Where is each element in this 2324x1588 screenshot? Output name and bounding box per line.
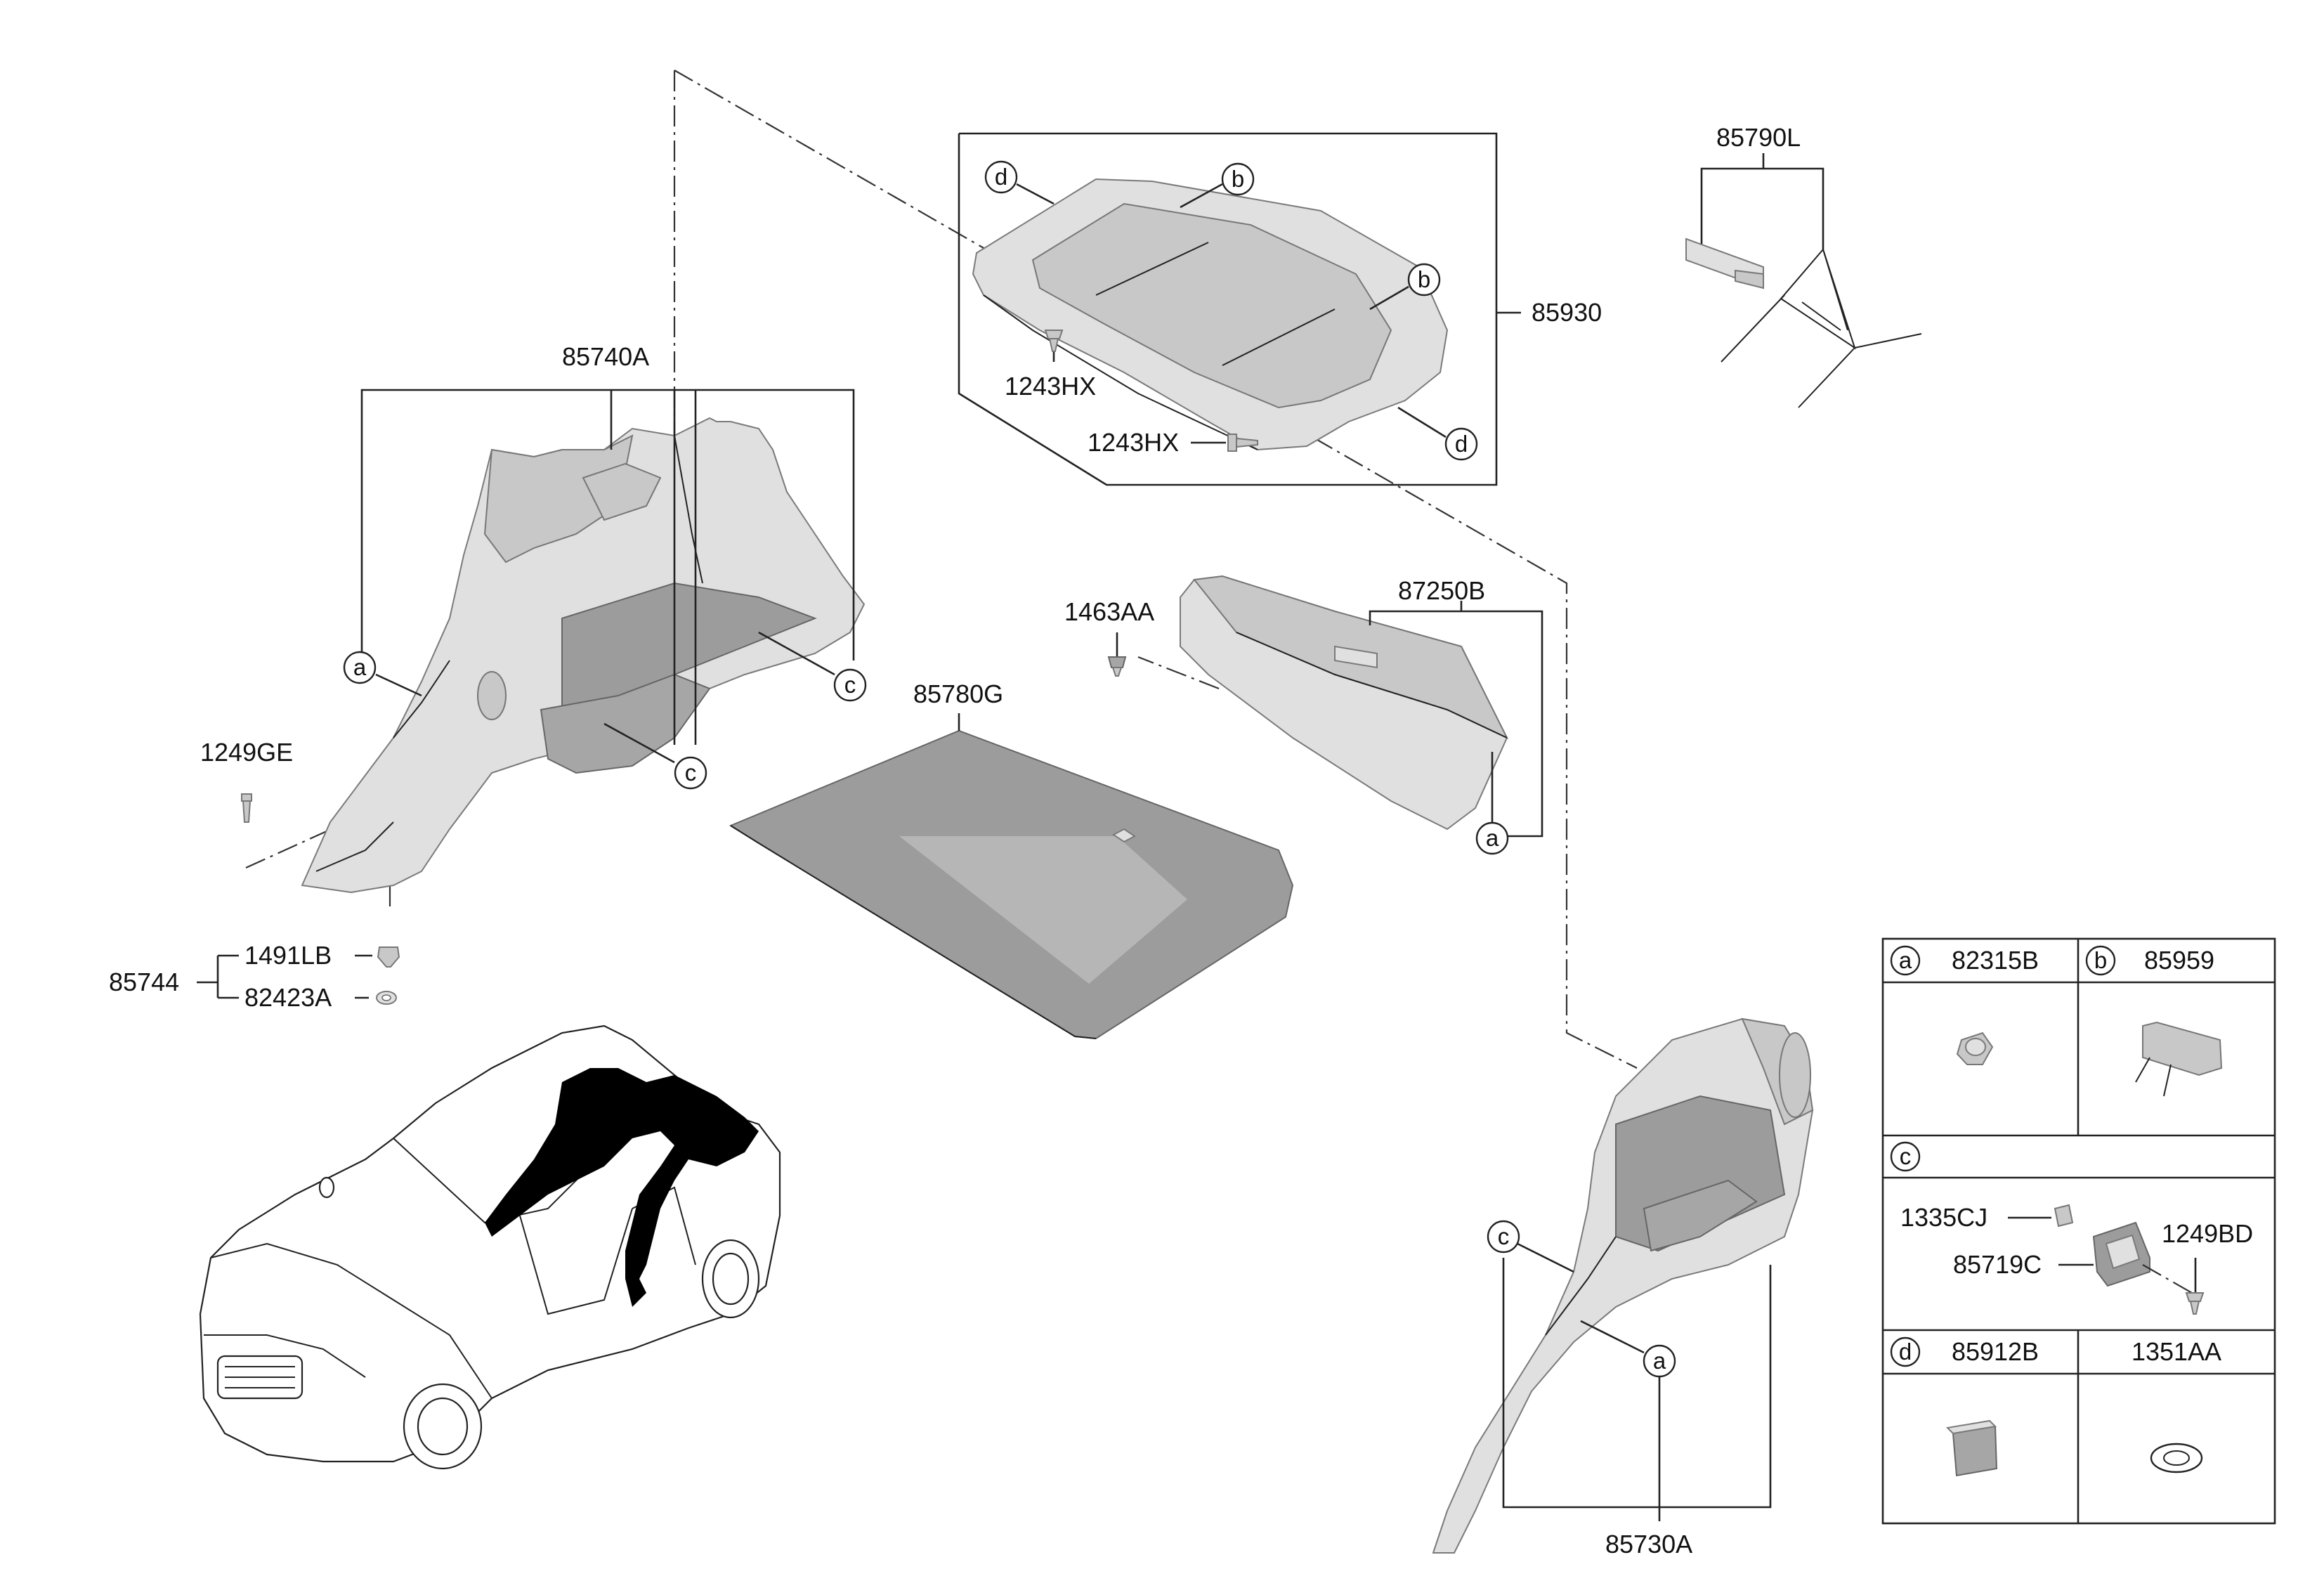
- legend-table: [1881, 937, 2276, 1525]
- legend-part-85719C: 85719C: [1953, 1250, 2042, 1279]
- label-1243HX-upper: 1243HX: [1005, 372, 1096, 401]
- svg-text:c: c: [844, 672, 856, 698]
- screw-1243HX-lower: [1191, 434, 1258, 452]
- callout-b-shelf-right: b: [1369, 263, 1441, 311]
- svg-text:b: b: [2094, 947, 2107, 973]
- label-85730A: 85730A: [1605, 1530, 1692, 1558]
- legend-cell-b: b 85959: [2085, 945, 2223, 1097]
- callout-c-trim-bottom: c: [603, 722, 707, 790]
- svg-text:d: d: [995, 164, 1007, 190]
- washer-82423A: [376, 991, 397, 1005]
- callout-c-trim-right: c: [758, 631, 867, 702]
- legend-part-82315B: 82315B: [1952, 946, 2039, 975]
- quarter-trim-lh-85740A: [301, 417, 866, 894]
- leader-85730A: [1502, 1258, 1772, 1521]
- clip-1491LB: [377, 946, 400, 968]
- svg-text:a: a: [353, 654, 367, 680]
- svg-text:c: c: [685, 760, 697, 786]
- label-82423A: 82423A: [244, 983, 332, 1012]
- svg-text:a: a: [1899, 947, 1912, 973]
- svg-text:d: d: [1899, 1339, 1912, 1365]
- svg-text:c: c: [1900, 1143, 1912, 1169]
- callout-a-left: a: [343, 651, 422, 697]
- warning-triangle-85790L: [1685, 153, 1922, 408]
- label-1243HX-lower: 1243HX: [1088, 428, 1179, 457]
- label-85790L: 85790L: [1716, 123, 1801, 152]
- legend-part-1335CJ: 1335CJ: [1900, 1203, 1987, 1232]
- callout-d-shelf-bottom: d: [1397, 406, 1478, 461]
- label-85930: 85930: [1532, 298, 1602, 327]
- callout-c-rh-trim: c: [1487, 1220, 1574, 1273]
- leader-85740A: [360, 389, 855, 745]
- callout-a-rh-trim: a: [1580, 1320, 1676, 1378]
- leader-87250B: [1369, 601, 1543, 838]
- label-85744: 85744: [109, 968, 179, 996]
- vehicle-locator-illustration: [199, 1024, 781, 1470]
- trunk-sill-87250B: [1180, 575, 1509, 831]
- box-85930: [958, 132, 1521, 486]
- screw-1243HX-upper: [1044, 330, 1064, 362]
- legend-part-85959: 85959: [2144, 946, 2214, 975]
- svg-text:b: b: [1418, 266, 1430, 292]
- svg-text:a: a: [1653, 1348, 1666, 1374]
- legend-cell-d: d 85912B: [1890, 1336, 2039, 1477]
- legend-part-1249BD: 1249BD: [2162, 1219, 2253, 1248]
- label-1463AA: 1463AA: [1064, 597, 1154, 626]
- callout-b-shelf-top: b: [1180, 162, 1255, 209]
- legend-part-85912B: 85912B: [1952, 1337, 2039, 1366]
- legend-cell-c: c 1335CJ 85719C 1249BD: [1890, 1141, 2253, 1315]
- quarter-trim-rh-85730A: [1432, 1017, 1814, 1554]
- callout-a-sill: a: [1475, 752, 1509, 855]
- label-85740A: 85740A: [562, 342, 649, 371]
- legend-cell-e: 1351AA: [2132, 1337, 2221, 1473]
- label-85780G: 85780G: [913, 679, 1003, 708]
- svg-text:d: d: [1455, 431, 1468, 457]
- label-1491LB: 1491LB: [244, 941, 332, 970]
- callout-d-shelf-top: d: [984, 160, 1055, 205]
- leader-85744: [197, 954, 372, 999]
- screw-1249GE: [241, 793, 252, 823]
- svg-text:a: a: [1486, 825, 1499, 851]
- svg-text:c: c: [1498, 1223, 1510, 1249]
- legend-part-1351AA: 1351AA: [2132, 1337, 2221, 1366]
- svg-text:b: b: [1232, 166, 1244, 192]
- clip-1463AA: [1107, 632, 1127, 677]
- luggage-mat-85780G: [729, 713, 1294, 1040]
- label-1249GE: 1249GE: [200, 738, 293, 767]
- legend-cell-a: a 82315B: [1890, 945, 2039, 1065]
- label-87250B: 87250B: [1398, 576, 1485, 605]
- covering-shelf: [972, 178, 1449, 451]
